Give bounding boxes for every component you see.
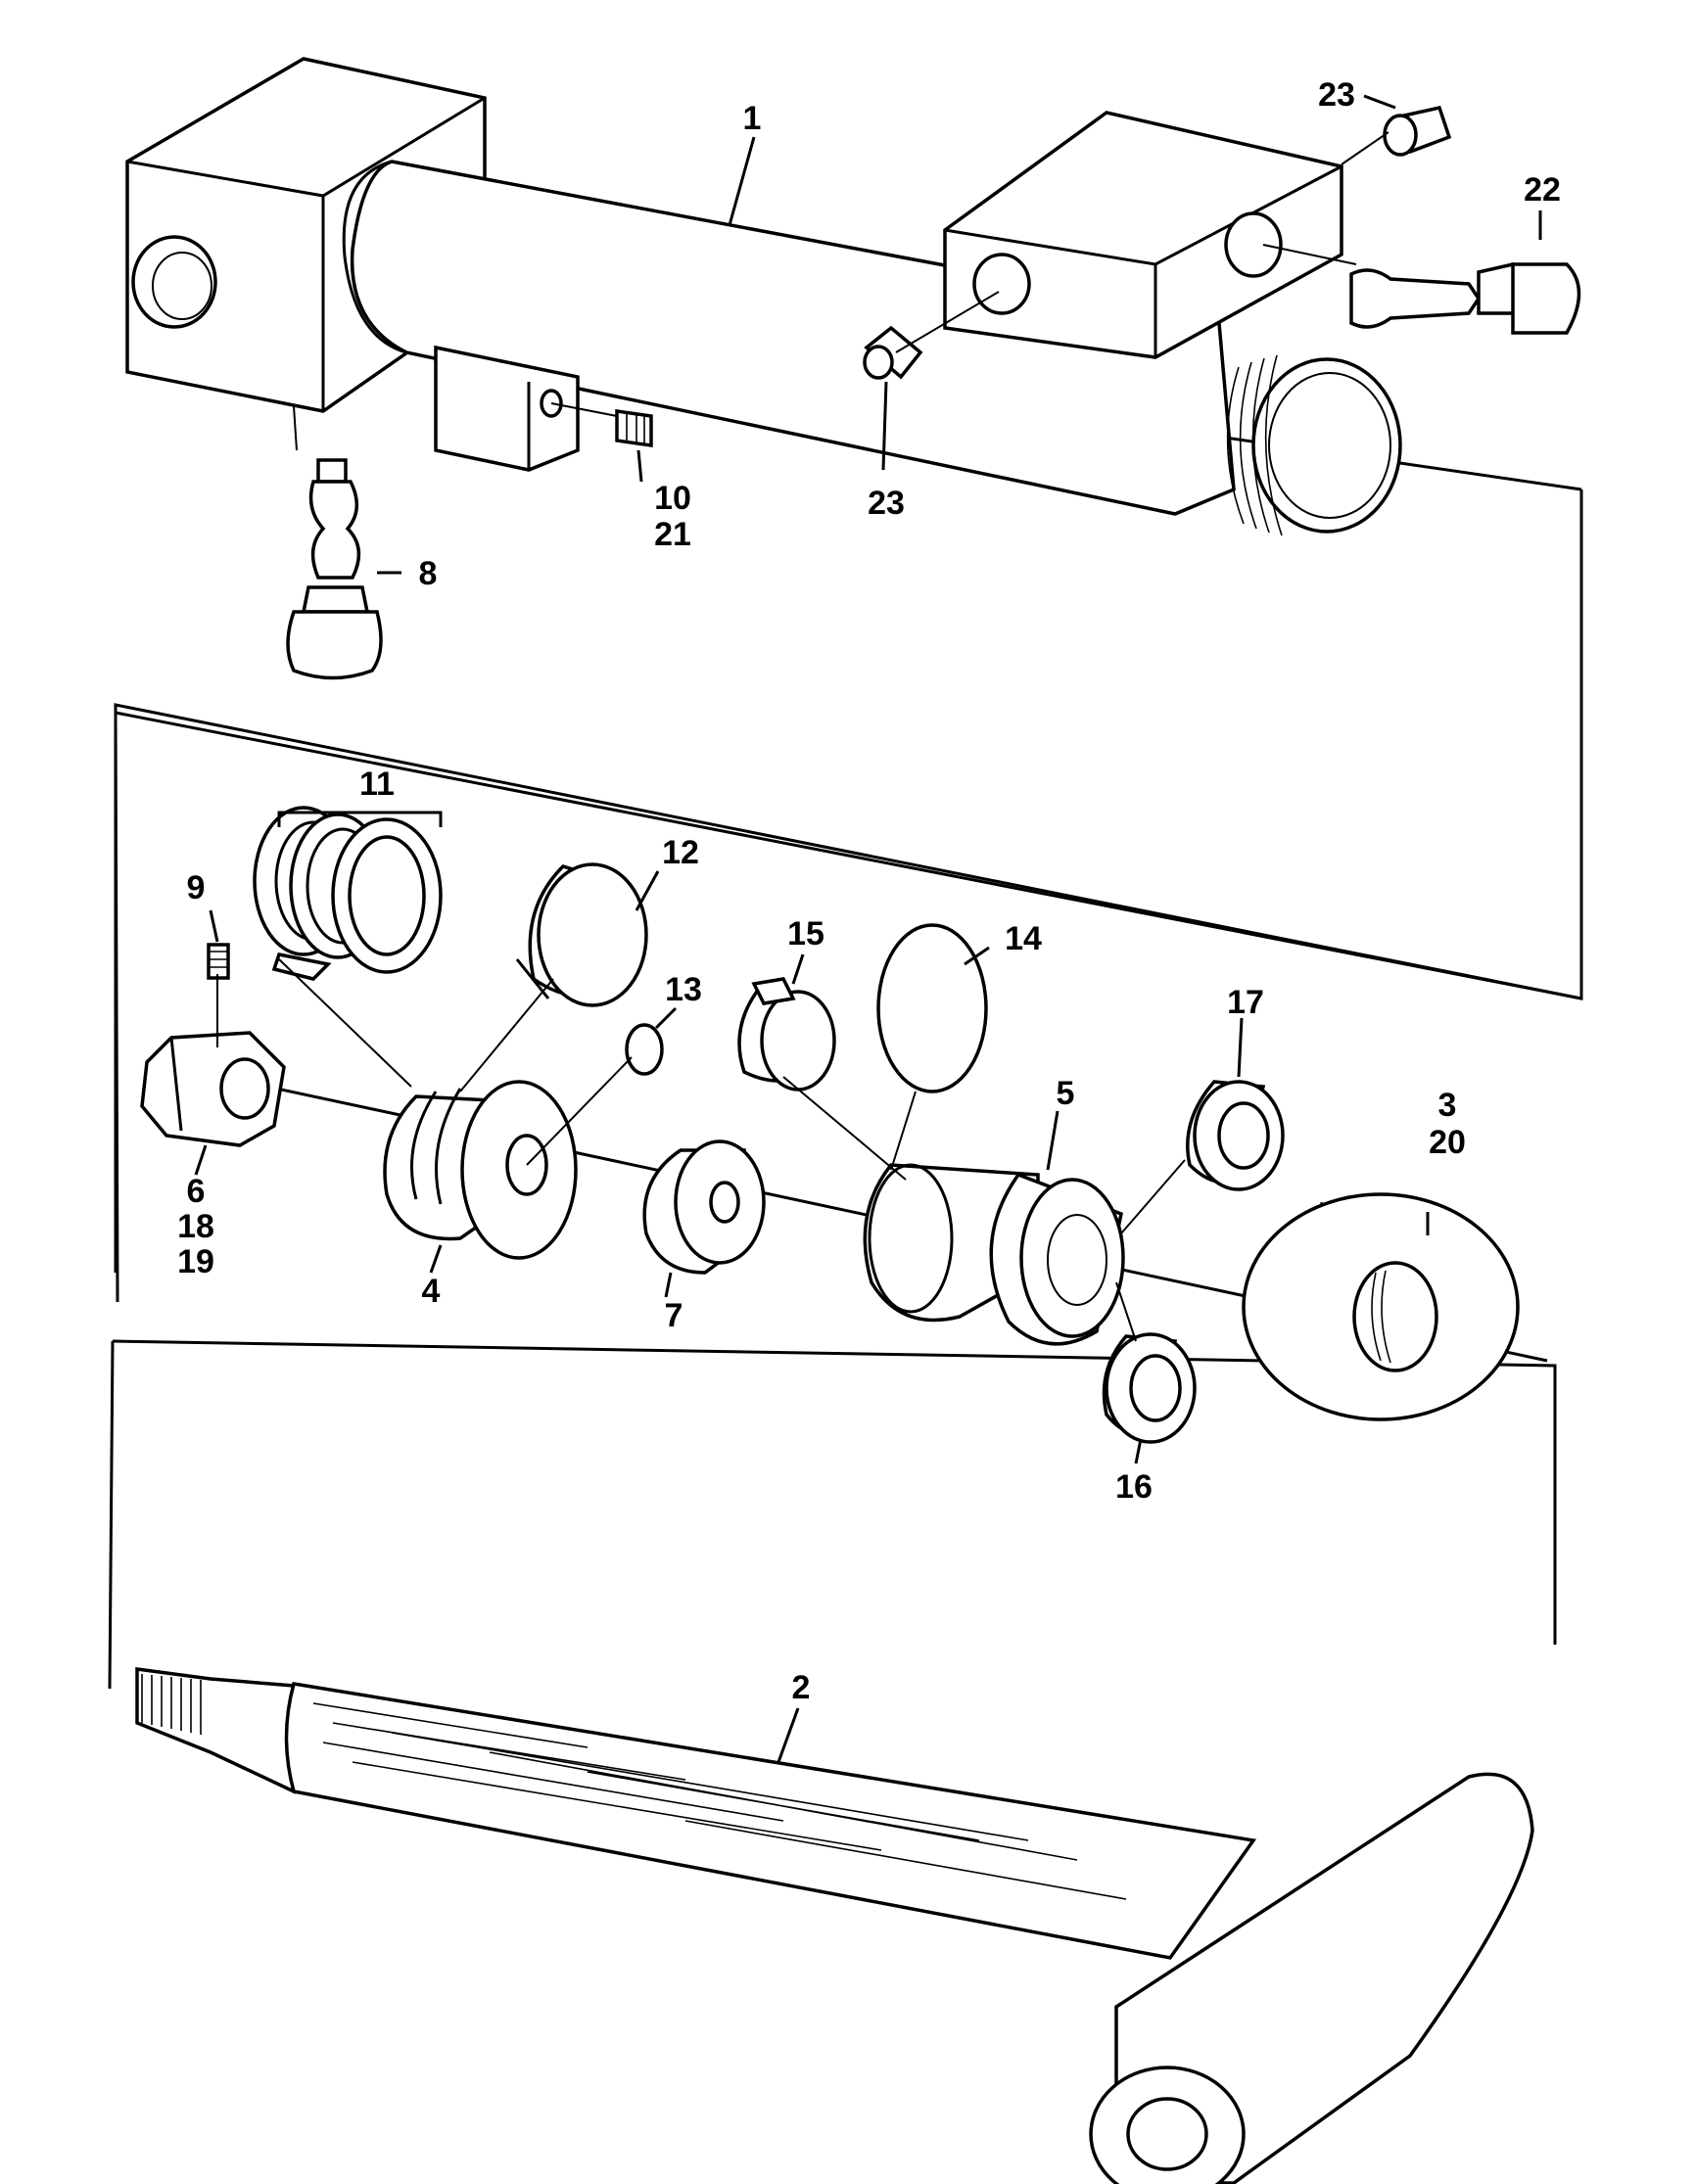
- piston-rod: [135, 1667, 1534, 2184]
- piston: [383, 1080, 578, 1260]
- wear-ring: [515, 862, 648, 1007]
- left-fitting: [286, 458, 383, 680]
- rod-wear-ring: [737, 977, 836, 1092]
- callout-16: 16: [1115, 1468, 1153, 1506]
- callout-23-top: 23: [1318, 76, 1355, 114]
- o-ring-small: [625, 1023, 664, 1076]
- callout-15: 15: [787, 915, 824, 953]
- cylinder-barrel: [125, 57, 1402, 536]
- callout-labels: 1 2 3 20 4 5 6 18 19 7 8 9 10 21 11 12 1…: [177, 76, 1561, 1706]
- gland: [863, 1163, 1125, 1346]
- callout-13: 13: [665, 971, 702, 1008]
- callout-5: 5: [1057, 1075, 1075, 1112]
- callout-23-mid: 23: [868, 485, 905, 522]
- callout-20: 20: [1429, 1124, 1466, 1161]
- grub-screw-small: [207, 943, 230, 980]
- o-ring-large: [876, 923, 988, 1093]
- callout-4: 4: [422, 1273, 441, 1310]
- callout-21: 21: [654, 516, 691, 553]
- callout-18: 18: [177, 1208, 214, 1245]
- callout-8: 8: [419, 555, 438, 592]
- callout-2: 2: [792, 1669, 811, 1706]
- callout-12: 12: [662, 834, 699, 871]
- gland-nut: [1242, 1192, 1520, 1421]
- callout-7: 7: [665, 1297, 683, 1334]
- plug-top: [1383, 105, 1452, 157]
- callout-11: 11: [359, 766, 395, 803]
- callout-3: 3: [1438, 1087, 1457, 1124]
- callout-10: 10: [654, 480, 691, 517]
- callout-22: 22: [1524, 171, 1561, 209]
- callout-6: 6: [187, 1173, 206, 1210]
- spacer: [642, 1139, 766, 1275]
- rod-seal: [1102, 1332, 1197, 1444]
- callout-1: 1: [743, 100, 762, 137]
- callout-17: 17: [1227, 984, 1264, 1021]
- right-fitting: [1349, 262, 1581, 335]
- callout-9: 9: [187, 869, 206, 906]
- callout-19: 19: [177, 1243, 214, 1280]
- grub-screw-mid: [615, 408, 653, 448]
- piston-seal-set: [253, 806, 443, 981]
- callout-14: 14: [1005, 920, 1042, 957]
- wiper-seal: [1186, 1080, 1285, 1191]
- hex-nut: [140, 1031, 286, 1147]
- plug-mid: [863, 325, 923, 380]
- leader-lines: [194, 94, 1542, 1763]
